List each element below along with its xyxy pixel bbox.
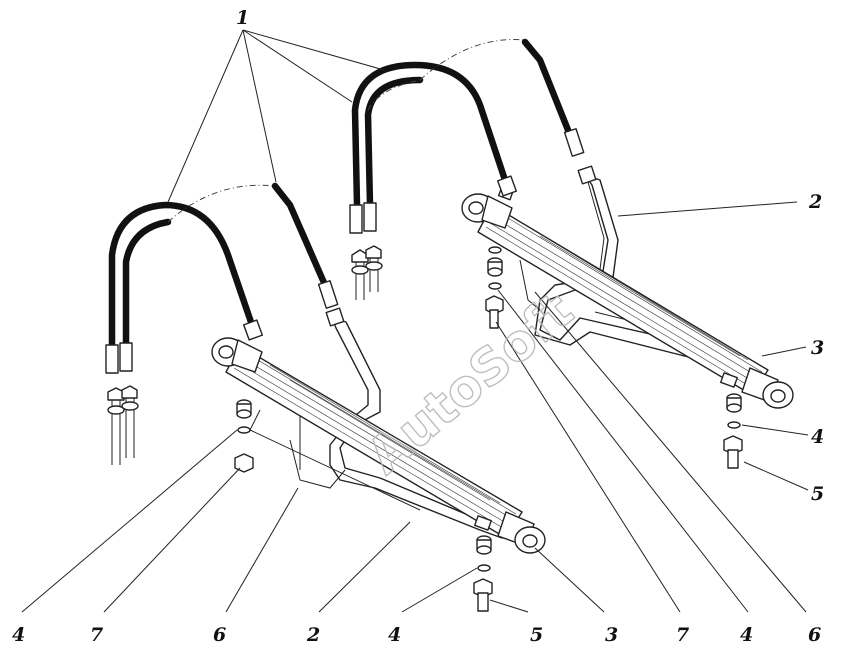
left-hoses (105, 182, 339, 465)
callout-4-right: 4 (811, 426, 824, 448)
left-cylinder (211, 337, 546, 554)
leader-lines (21, 29, 809, 613)
left-upper-fasteners (234, 399, 254, 473)
right-hoses (349, 38, 585, 300)
right-assembly (349, 38, 794, 469)
callout-4-bottom-c: 4 (740, 624, 753, 646)
callout-5-right: 5 (811, 483, 824, 505)
right-cylinder (461, 185, 794, 409)
callout-6-bottom-b: 6 (808, 624, 821, 646)
callout-2-right: 2 (808, 191, 822, 213)
callout-4-bottom-b: 4 (388, 624, 401, 646)
callout-6-bottom-a: 6 (213, 624, 226, 646)
callout-3-bottom: 3 (605, 624, 618, 646)
callout-labels: 1 2 3 4 5 4 7 6 2 4 5 3 7 4 6 (12, 7, 824, 646)
callout-4-bottom-a: 4 (12, 624, 25, 646)
callout-7-bottom-a: 7 (90, 624, 103, 646)
callout-7-bottom-b: 7 (676, 624, 689, 646)
callout-3-right: 3 (811, 337, 824, 359)
right-upper-fasteners (485, 246, 504, 329)
right-lower-fasteners (723, 393, 743, 469)
callout-5-bottom: 5 (530, 624, 543, 646)
callout-1: 1 (236, 7, 249, 29)
watermark-text: AutoSoft (356, 281, 584, 485)
left-assembly (105, 182, 546, 612)
callout-2-bottom: 2 (306, 624, 320, 646)
left-lower-fasteners (473, 535, 493, 612)
